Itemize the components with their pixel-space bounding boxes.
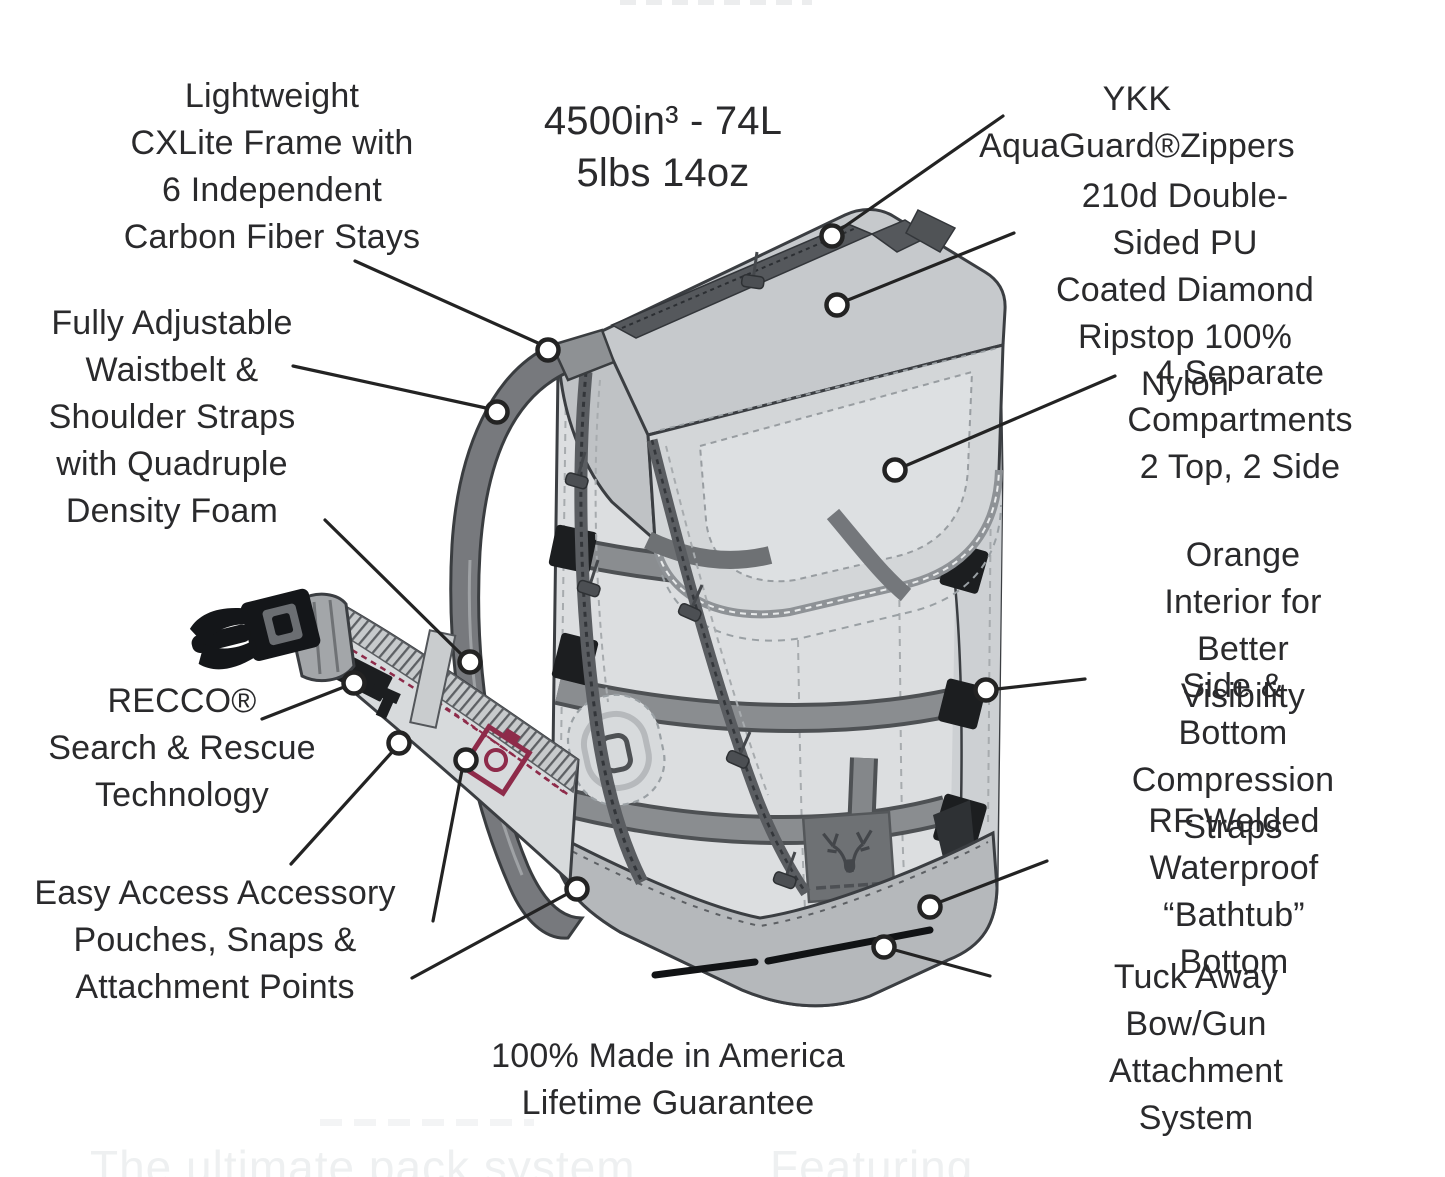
- callout-line-recco: [260, 685, 346, 721]
- bathtub-bottom: [554, 830, 999, 1008]
- stitch-seam-left: [559, 381, 567, 829]
- zipper-pull-icon: [564, 451, 589, 490]
- faint-footer-fragment-1: The ultimate pack system: [90, 1141, 636, 1177]
- callout-line-accessory-3: [410, 892, 569, 980]
- label-bow-gun: Tuck Away Bow/Gun Attachment System: [1109, 958, 1283, 1137]
- label-zippers: YKK AquaGuard®Zippers: [979, 80, 1295, 165]
- stitch-seam-right: [897, 469, 909, 926]
- callout-marker-bathtub: [917, 894, 943, 920]
- lid-handle-strap: [644, 531, 773, 569]
- callout-line-compression: [995, 677, 1087, 691]
- callout-line-accessory-1: [289, 749, 395, 866]
- antler-logo-icon: [822, 829, 873, 873]
- callout-marker-accessory-1: [386, 730, 412, 756]
- waistbelt-buckle-icon: [189, 588, 321, 670]
- maroon-stitch-line: [437, 701, 567, 795]
- lid-zipper-stitch: [654, 469, 1000, 616]
- label-compartments: 4 Separate Compartments 2 Top, 2 Side: [1127, 354, 1353, 486]
- callout-marker-accessory-3: [564, 876, 590, 902]
- body-top-stitch: [661, 504, 1002, 642]
- lid-band-stitch: [659, 347, 999, 431]
- strap-anchor-tab: [550, 328, 616, 382]
- label-compression: Side & Bottom Compression Straps: [1131, 667, 1335, 846]
- belt-keeper: [409, 629, 457, 729]
- zipper-pull-icon: [740, 251, 765, 290]
- zipper-pull-icon: [677, 584, 704, 622]
- callout-line-fabric: [846, 231, 1016, 302]
- callout-line-harness-belt: [323, 518, 463, 656]
- label-fabric: 210d Double-Sided PU Coated Diamond Rips…: [1056, 177, 1314, 403]
- callout-marker-frame: [535, 337, 561, 363]
- callout-line-accessory-2: [431, 768, 464, 923]
- callout-line-zippers: [839, 114, 1005, 231]
- belt-snap-tab: [370, 682, 401, 720]
- callout-marker-harness-belt: [457, 649, 483, 675]
- stitch-seam-mid: [797, 639, 807, 929]
- maroon-logo-icon: [459, 723, 533, 797]
- callout-line-bow-gun: [893, 948, 992, 978]
- bow-attachment-bar: [651, 926, 934, 979]
- faint-footer-fragment-2: Featuring: [770, 1141, 974, 1177]
- label-accessory: Easy Access Accessory Pouches, Snaps & A…: [34, 874, 396, 1006]
- zipper-column-left: [574, 371, 648, 885]
- side-zippers: [564, 251, 811, 897]
- callout-marker-compression: [973, 677, 999, 703]
- callout-marker-zippers: [819, 223, 845, 249]
- label-frame: Lightweight CXLite Frame with 6 Independ…: [123, 77, 421, 256]
- callout-marker-harness-strap: [484, 399, 510, 425]
- callout-marker-fabric: [824, 292, 850, 318]
- callout-marker-recco: [341, 670, 367, 696]
- callout-markers: [341, 223, 999, 960]
- label-interior: Orange Interior for Better Visibility: [1164, 536, 1322, 715]
- waistbelt: [189, 588, 580, 886]
- top-zipper-teeth: [621, 227, 857, 329]
- callout-marker-accessory-2: [453, 747, 479, 773]
- lid-side-strap: [826, 508, 912, 602]
- cut-off-text-small: [320, 1119, 534, 1126]
- callout-lines: [260, 114, 1117, 980]
- callout-line-frame: [353, 259, 540, 345]
- zipper-end-tab: [904, 209, 957, 254]
- zipper-pull-icon: [772, 851, 797, 890]
- label-bathtub: RF Welded Waterproof “Bathtub” Bottom: [1148, 802, 1320, 981]
- zipper-pull-icon: [576, 559, 601, 598]
- strap-buckle-icon: [548, 524, 598, 574]
- label-recco: RECCO® Search & Rescue Technology: [48, 682, 316, 814]
- callout-line-bathtub: [938, 859, 1049, 904]
- lid-top-band: [598, 208, 1007, 437]
- label-made-in-america: 100% Made in America Lifetime Guarantee: [491, 1037, 845, 1122]
- label-capacity-weight: 4500in³ - 74L 5lbs 14oz: [543, 99, 783, 195]
- zipper-pull-icon: [725, 731, 752, 769]
- callout-marker-bow-gun: [871, 934, 897, 960]
- label-harness: Fully Adjustable Waistbelt & Shoulder St…: [48, 304, 296, 530]
- cut-off-text-top: [620, 0, 812, 5]
- callout-marker-compartments: [882, 457, 908, 483]
- callout-line-compartments: [903, 374, 1117, 468]
- callout-line-harness-strap: [291, 364, 488, 410]
